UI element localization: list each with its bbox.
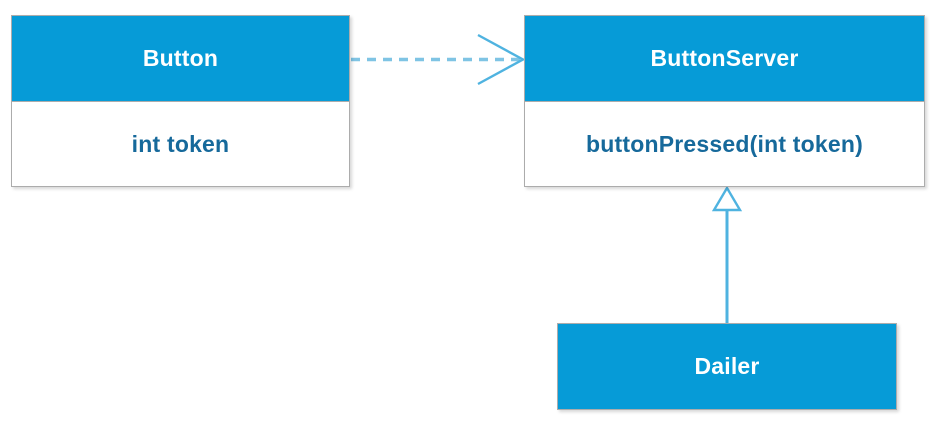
generalization-dailer-to-buttonserver[interactable]	[711, 185, 743, 323]
uml-class-buttonserver[interactable]: ButtonServer buttonPressed(int token)	[524, 15, 925, 187]
uml-class-button-attribute: int token	[12, 101, 349, 186]
uml-class-dailer[interactable]: Dailer	[557, 323, 897, 410]
uml-class-buttonserver-operation: buttonPressed(int token)	[525, 101, 924, 186]
open-arrowhead-icon	[477, 33, 526, 86]
hollow-triangle-arrowhead-icon	[711, 185, 743, 212]
dependency-button-to-buttonserver[interactable]	[351, 33, 526, 86]
uml-class-button[interactable]: Button int token	[11, 15, 350, 187]
uml-class-dailer-name: Dailer	[558, 324, 896, 409]
uml-class-button-name: Button	[12, 16, 349, 101]
uml-class-buttonserver-name: ButtonServer	[525, 16, 924, 101]
